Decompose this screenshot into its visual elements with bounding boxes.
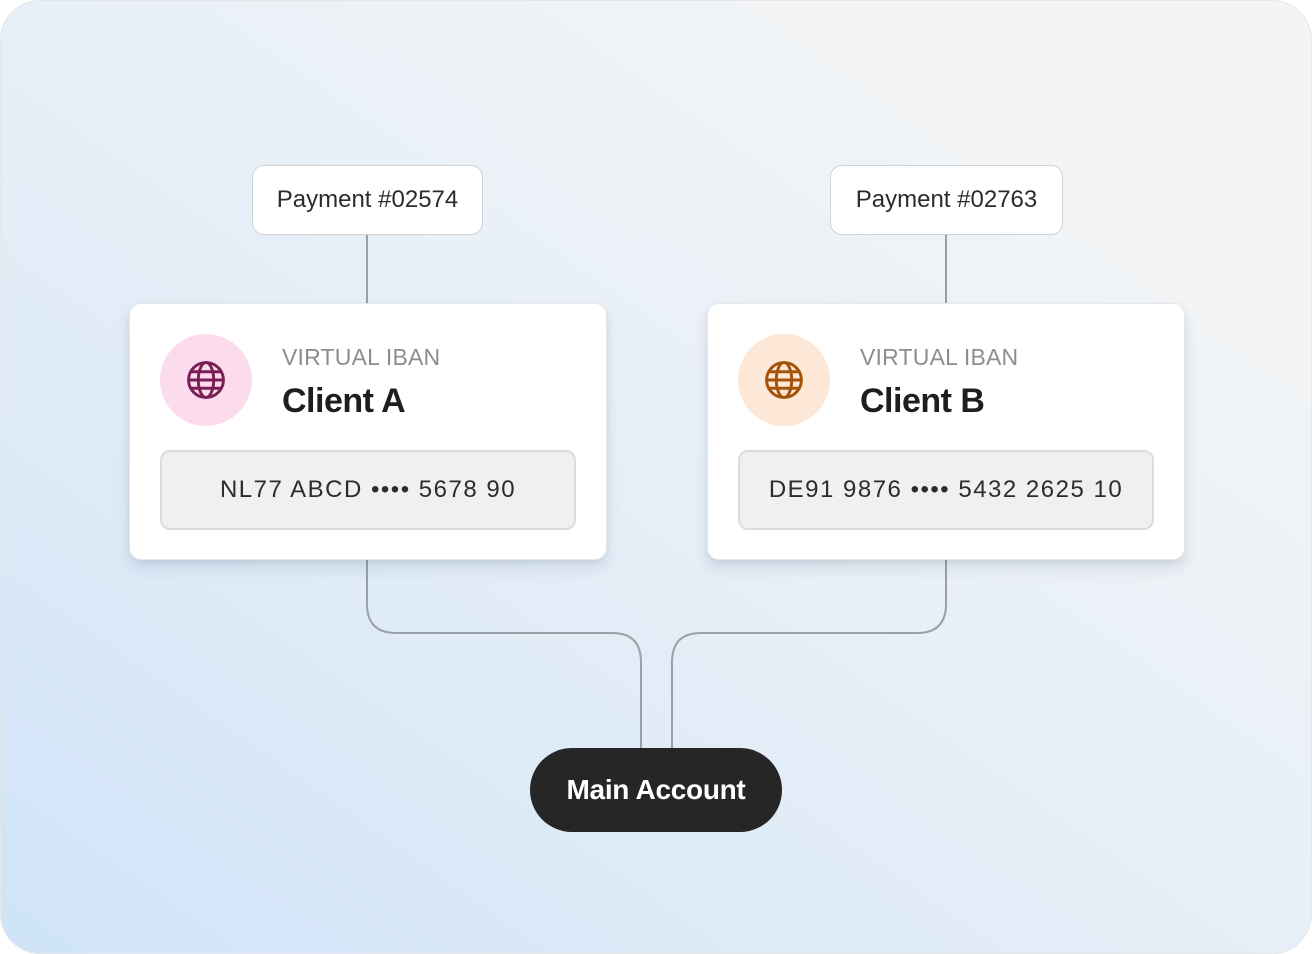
main-account-pill: Main Account: [530, 748, 782, 832]
virtual-iban-card-client-a: VIRTUAL IBAN Client A NL77 ABCD •••• 567…: [129, 303, 607, 560]
client-name: Client A: [282, 382, 406, 420]
avatar-client-b: [738, 334, 830, 426]
iban-number: DE91 9876 •••• 5432 2625 10: [738, 450, 1154, 530]
payment-tag-b: Payment #02763: [830, 165, 1063, 235]
card-label: VIRTUAL IBAN: [860, 344, 1019, 370]
connector-client-b-main: [671, 560, 947, 748]
client-name: Client B: [860, 382, 985, 420]
connector-client-a-main: [366, 560, 642, 748]
virtual-iban-card-client-b: VIRTUAL IBAN Client B DE91 9876 •••• 543…: [707, 303, 1185, 560]
globe-icon: [187, 361, 225, 399]
card-label: VIRTUAL IBAN: [282, 344, 441, 370]
payment-tag-a: Payment #02574: [252, 165, 483, 235]
avatar-client-a: [160, 334, 252, 426]
globe-icon: [765, 361, 803, 399]
iban-number: NL77 ABCD •••• 5678 90: [160, 450, 576, 530]
